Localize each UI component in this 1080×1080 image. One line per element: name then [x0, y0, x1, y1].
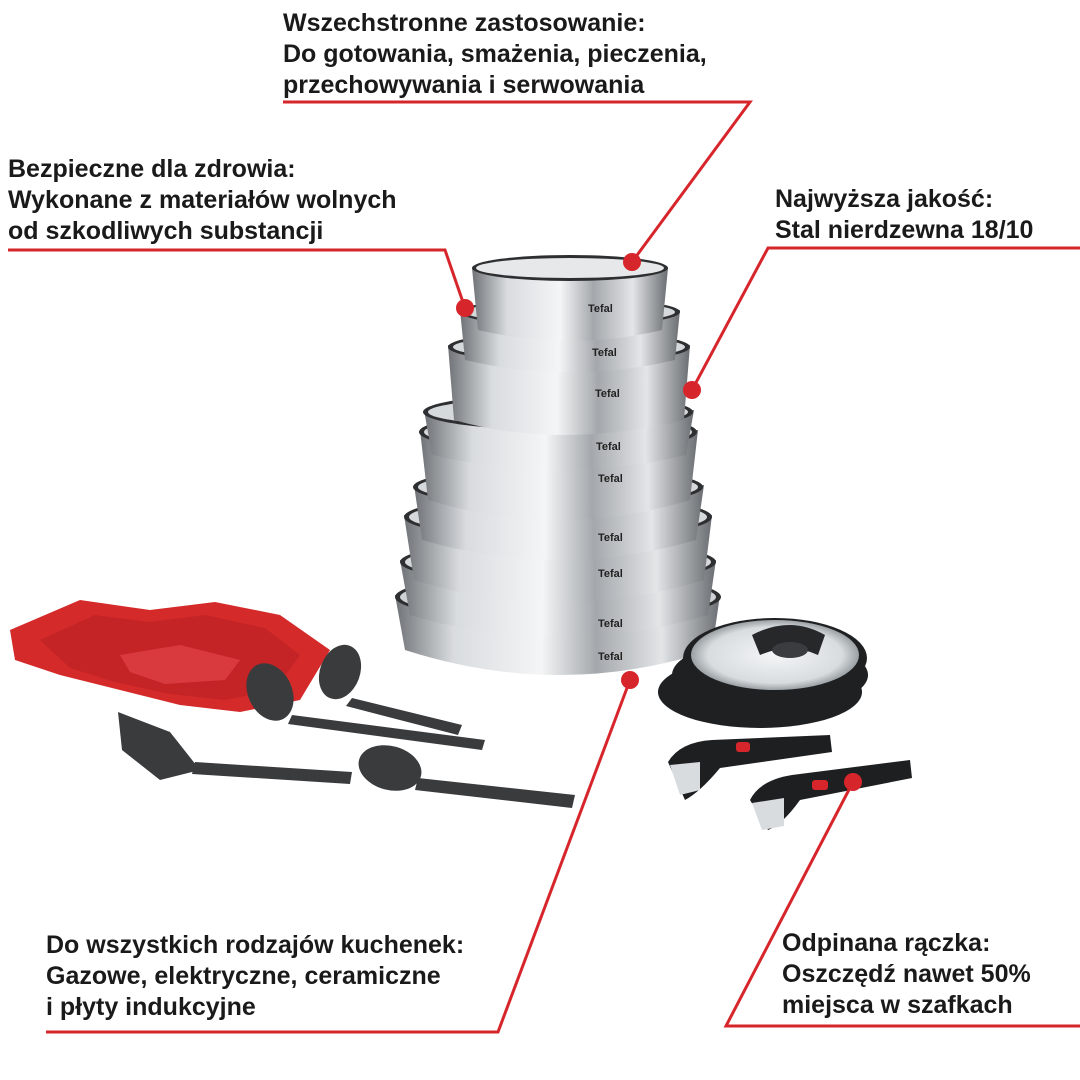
- callout-line-handle: [723, 781, 1080, 1028]
- callout-title: Bezpieczne dla zdrowia:: [8, 155, 296, 183]
- callout-title: Odpinana rączka:: [782, 929, 991, 957]
- callout-dot-icon: [844, 773, 862, 791]
- brand-label: Tefal: [588, 303, 613, 315]
- callout-title: Do wszystkich rodzajów kuchenek:: [46, 931, 465, 959]
- callout-quality: Najwyższa jakość: Stal nierdzewna 18/10: [775, 184, 1033, 246]
- callout-text: Gazowe, elektryczne, ceramiczne: [46, 962, 441, 990]
- callout-dot-icon: [621, 671, 639, 689]
- callout-line-versatile: [283, 100, 753, 263]
- callout-text: miejsca w szafkach: [782, 991, 1013, 1019]
- callout-line-cooktops: [46, 679, 632, 1034]
- callout-text: Oszczędź nawet 50%: [782, 960, 1031, 988]
- callout-text: przechowywania i serwowania: [283, 71, 645, 99]
- callout-dot-icon: [683, 381, 701, 399]
- callout-line-quality: [690, 246, 1080, 391]
- brand-label: Tefal: [598, 473, 623, 485]
- brand-label: Tefal: [598, 568, 623, 580]
- brand-label: Tefal: [598, 532, 623, 544]
- callout-handle: Odpinana rączka: Oszczędź nawet 50% miej…: [782, 928, 1031, 1021]
- callout-text: Stal nierdzewna 18/10: [775, 216, 1034, 244]
- detachable-handles: [668, 735, 912, 830]
- callout-text: od szkodliwych substancji: [8, 217, 324, 245]
- callout-lines: [8, 100, 1080, 1034]
- callout-cooktops: Do wszystkich rodzajów kuchenek: Gazowe,…: [46, 930, 464, 1023]
- callout-title: Wszechstronne zastosowanie:: [283, 9, 646, 37]
- brand-label: Tefal: [598, 618, 623, 630]
- callout-title: Najwyższa jakość:: [775, 185, 994, 213]
- callout-versatile: Wszechstronne zastosowanie: Do gotowania…: [283, 8, 707, 101]
- brand-label: Tefal: [592, 347, 617, 359]
- callout-text: Wykonane z materiałów wolnych: [8, 186, 397, 214]
- callout-healthy: Bezpieczne dla zdrowia: Wykonane z mater…: [8, 154, 397, 247]
- brand-label: Tefal: [596, 441, 621, 453]
- brand-label: Tefal: [595, 388, 620, 400]
- brand-label: Tefal: [598, 651, 623, 663]
- callout-dot-icon: [623, 253, 641, 271]
- pan-stack: Tefal Tefal Tefal Tefal Tefal Tefal Tefa…: [395, 255, 721, 675]
- glass-lids: [658, 618, 868, 728]
- callout-line-healthy: [8, 248, 467, 309]
- callout-text: Do gotowania, smażenia, pieczenia,: [283, 40, 707, 68]
- kitchen-utensils: [118, 644, 575, 808]
- callout-text: i płyty indukcyjne: [46, 993, 256, 1021]
- callout-dot-icon: [456, 299, 474, 317]
